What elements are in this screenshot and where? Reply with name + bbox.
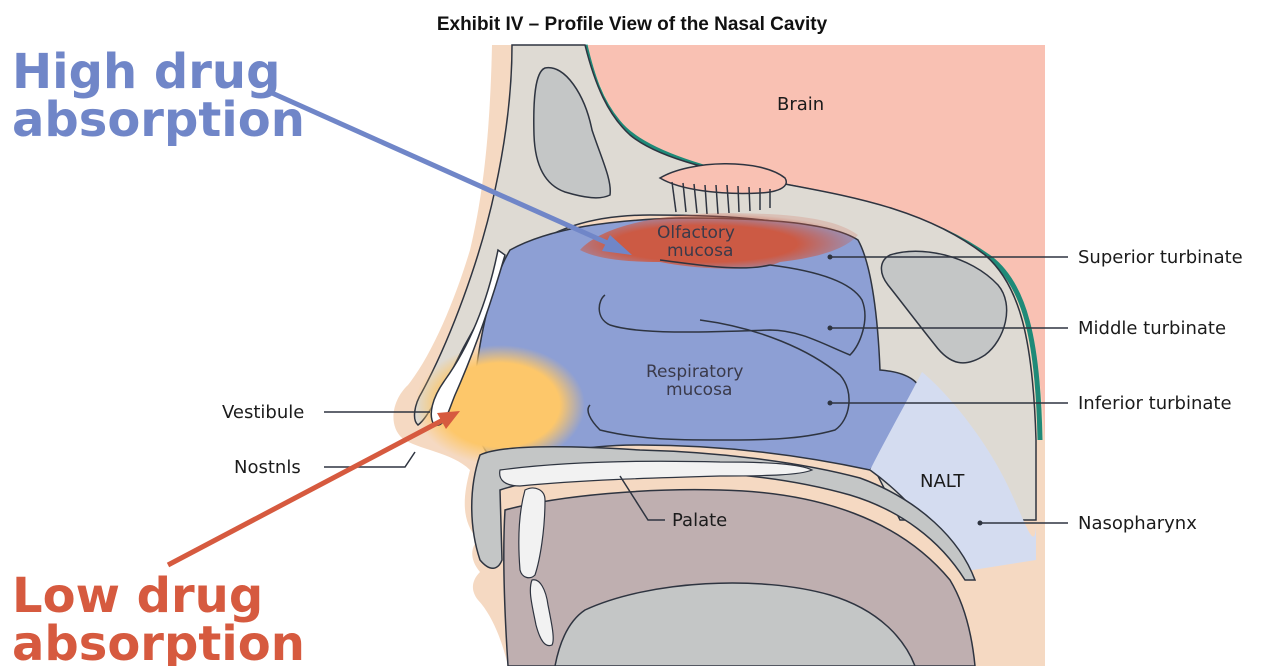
- nostrils-label: Nostnls: [234, 457, 301, 478]
- palate-label: Palate: [672, 510, 727, 531]
- respiratory-label-line2: mucosa: [666, 380, 732, 400]
- low-absorption-arrow: [168, 411, 460, 565]
- vestibule-label: Vestibule: [222, 402, 304, 423]
- low-absorption-line2: absorption: [12, 616, 305, 666]
- brain-label: Brain: [777, 94, 824, 115]
- olfactory-label-line2: mucosa: [667, 241, 733, 261]
- respiratory-label-line1: Respiratory: [646, 362, 743, 382]
- nalt-label: NALT: [920, 471, 965, 492]
- nasopharynx-label: Nasopharynx: [1078, 513, 1197, 534]
- olfactory-label-line1: Olfactory: [657, 223, 735, 243]
- high-absorption-line2: absorption: [12, 92, 305, 148]
- superior-turbinate-label: Superior turbinate: [1078, 247, 1243, 268]
- inferior-turbinate-label: Inferior turbinate: [1078, 393, 1232, 414]
- middle-turbinate-label: Middle turbinate: [1078, 318, 1226, 339]
